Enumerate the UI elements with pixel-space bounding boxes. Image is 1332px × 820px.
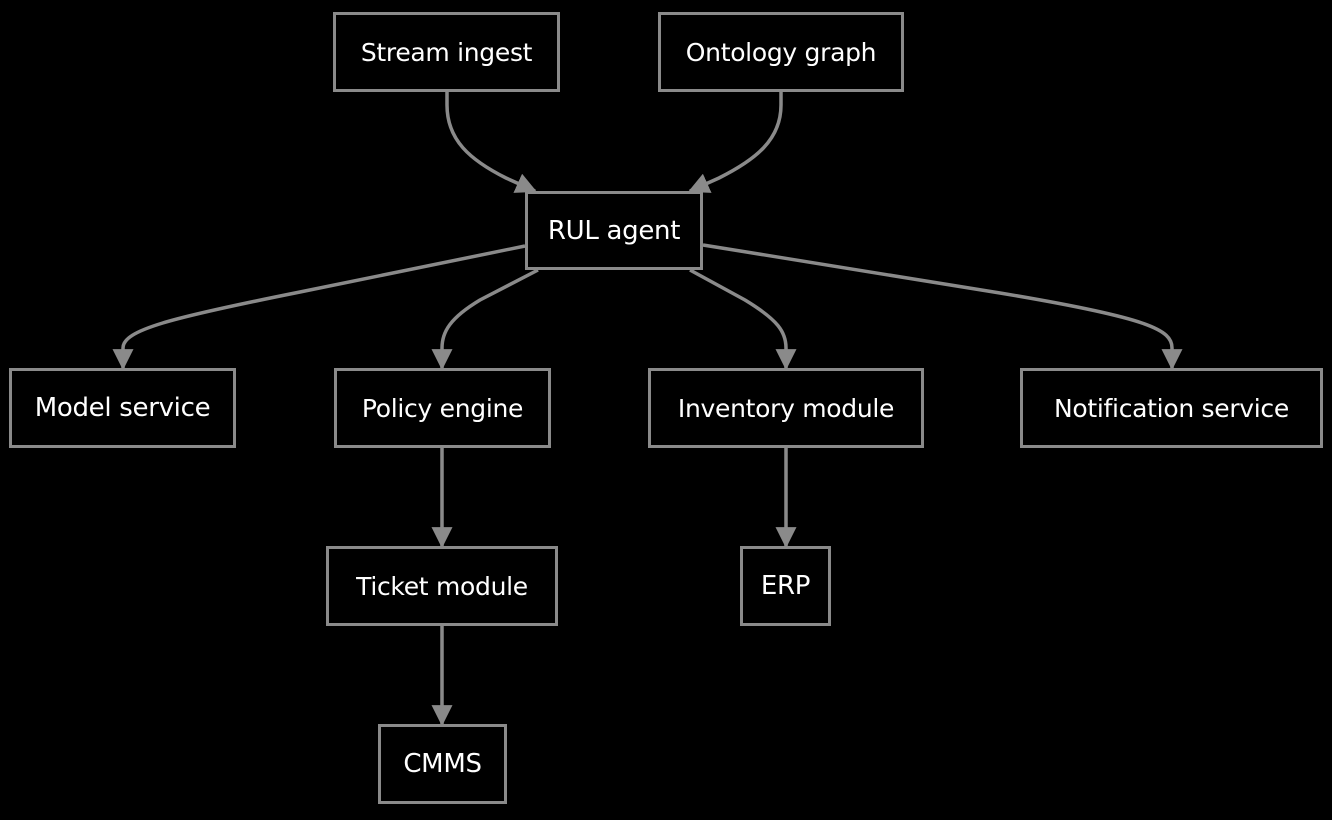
node-stream-ingest: Stream ingest xyxy=(333,12,560,92)
node-rul-agent: RUL agent xyxy=(525,191,703,270)
node-cmms: CMMS xyxy=(378,724,507,804)
node-label: RUL agent xyxy=(547,215,681,246)
node-label: Model service xyxy=(34,393,211,423)
node-policy-engine: Policy engine xyxy=(334,368,551,448)
node-model-service: Model service xyxy=(9,368,236,448)
edge-rul-agent-to-model-service xyxy=(112,244,526,371)
node-label: Ticket module xyxy=(356,571,528,601)
node-label: ERP xyxy=(760,571,811,601)
node-notification-service: Notification service xyxy=(1020,368,1323,448)
edge-rul-agent-to-notification-service xyxy=(702,243,1183,371)
node-inventory-module: Inventory module xyxy=(648,368,924,448)
edge-rul-agent-to-policy-engine xyxy=(431,268,539,371)
node-label: Stream ingest xyxy=(360,37,533,67)
node-label: CMMS xyxy=(403,749,482,779)
edge-stream-ingest-to-rul-agent xyxy=(445,92,537,193)
node-label: Ontology graph xyxy=(685,37,877,67)
node-label: Policy engine xyxy=(361,393,524,423)
node-ticket-module: Ticket module xyxy=(326,546,558,626)
edge-rul-agent-to-inventory-module xyxy=(689,268,797,371)
node-label: Inventory module xyxy=(677,393,895,423)
node-erp: ERP xyxy=(740,546,831,626)
node-ontology-graph: Ontology graph xyxy=(658,12,904,92)
node-label: Notification service xyxy=(1054,393,1289,423)
edge-ontology-graph-to-rul-agent xyxy=(688,92,783,193)
